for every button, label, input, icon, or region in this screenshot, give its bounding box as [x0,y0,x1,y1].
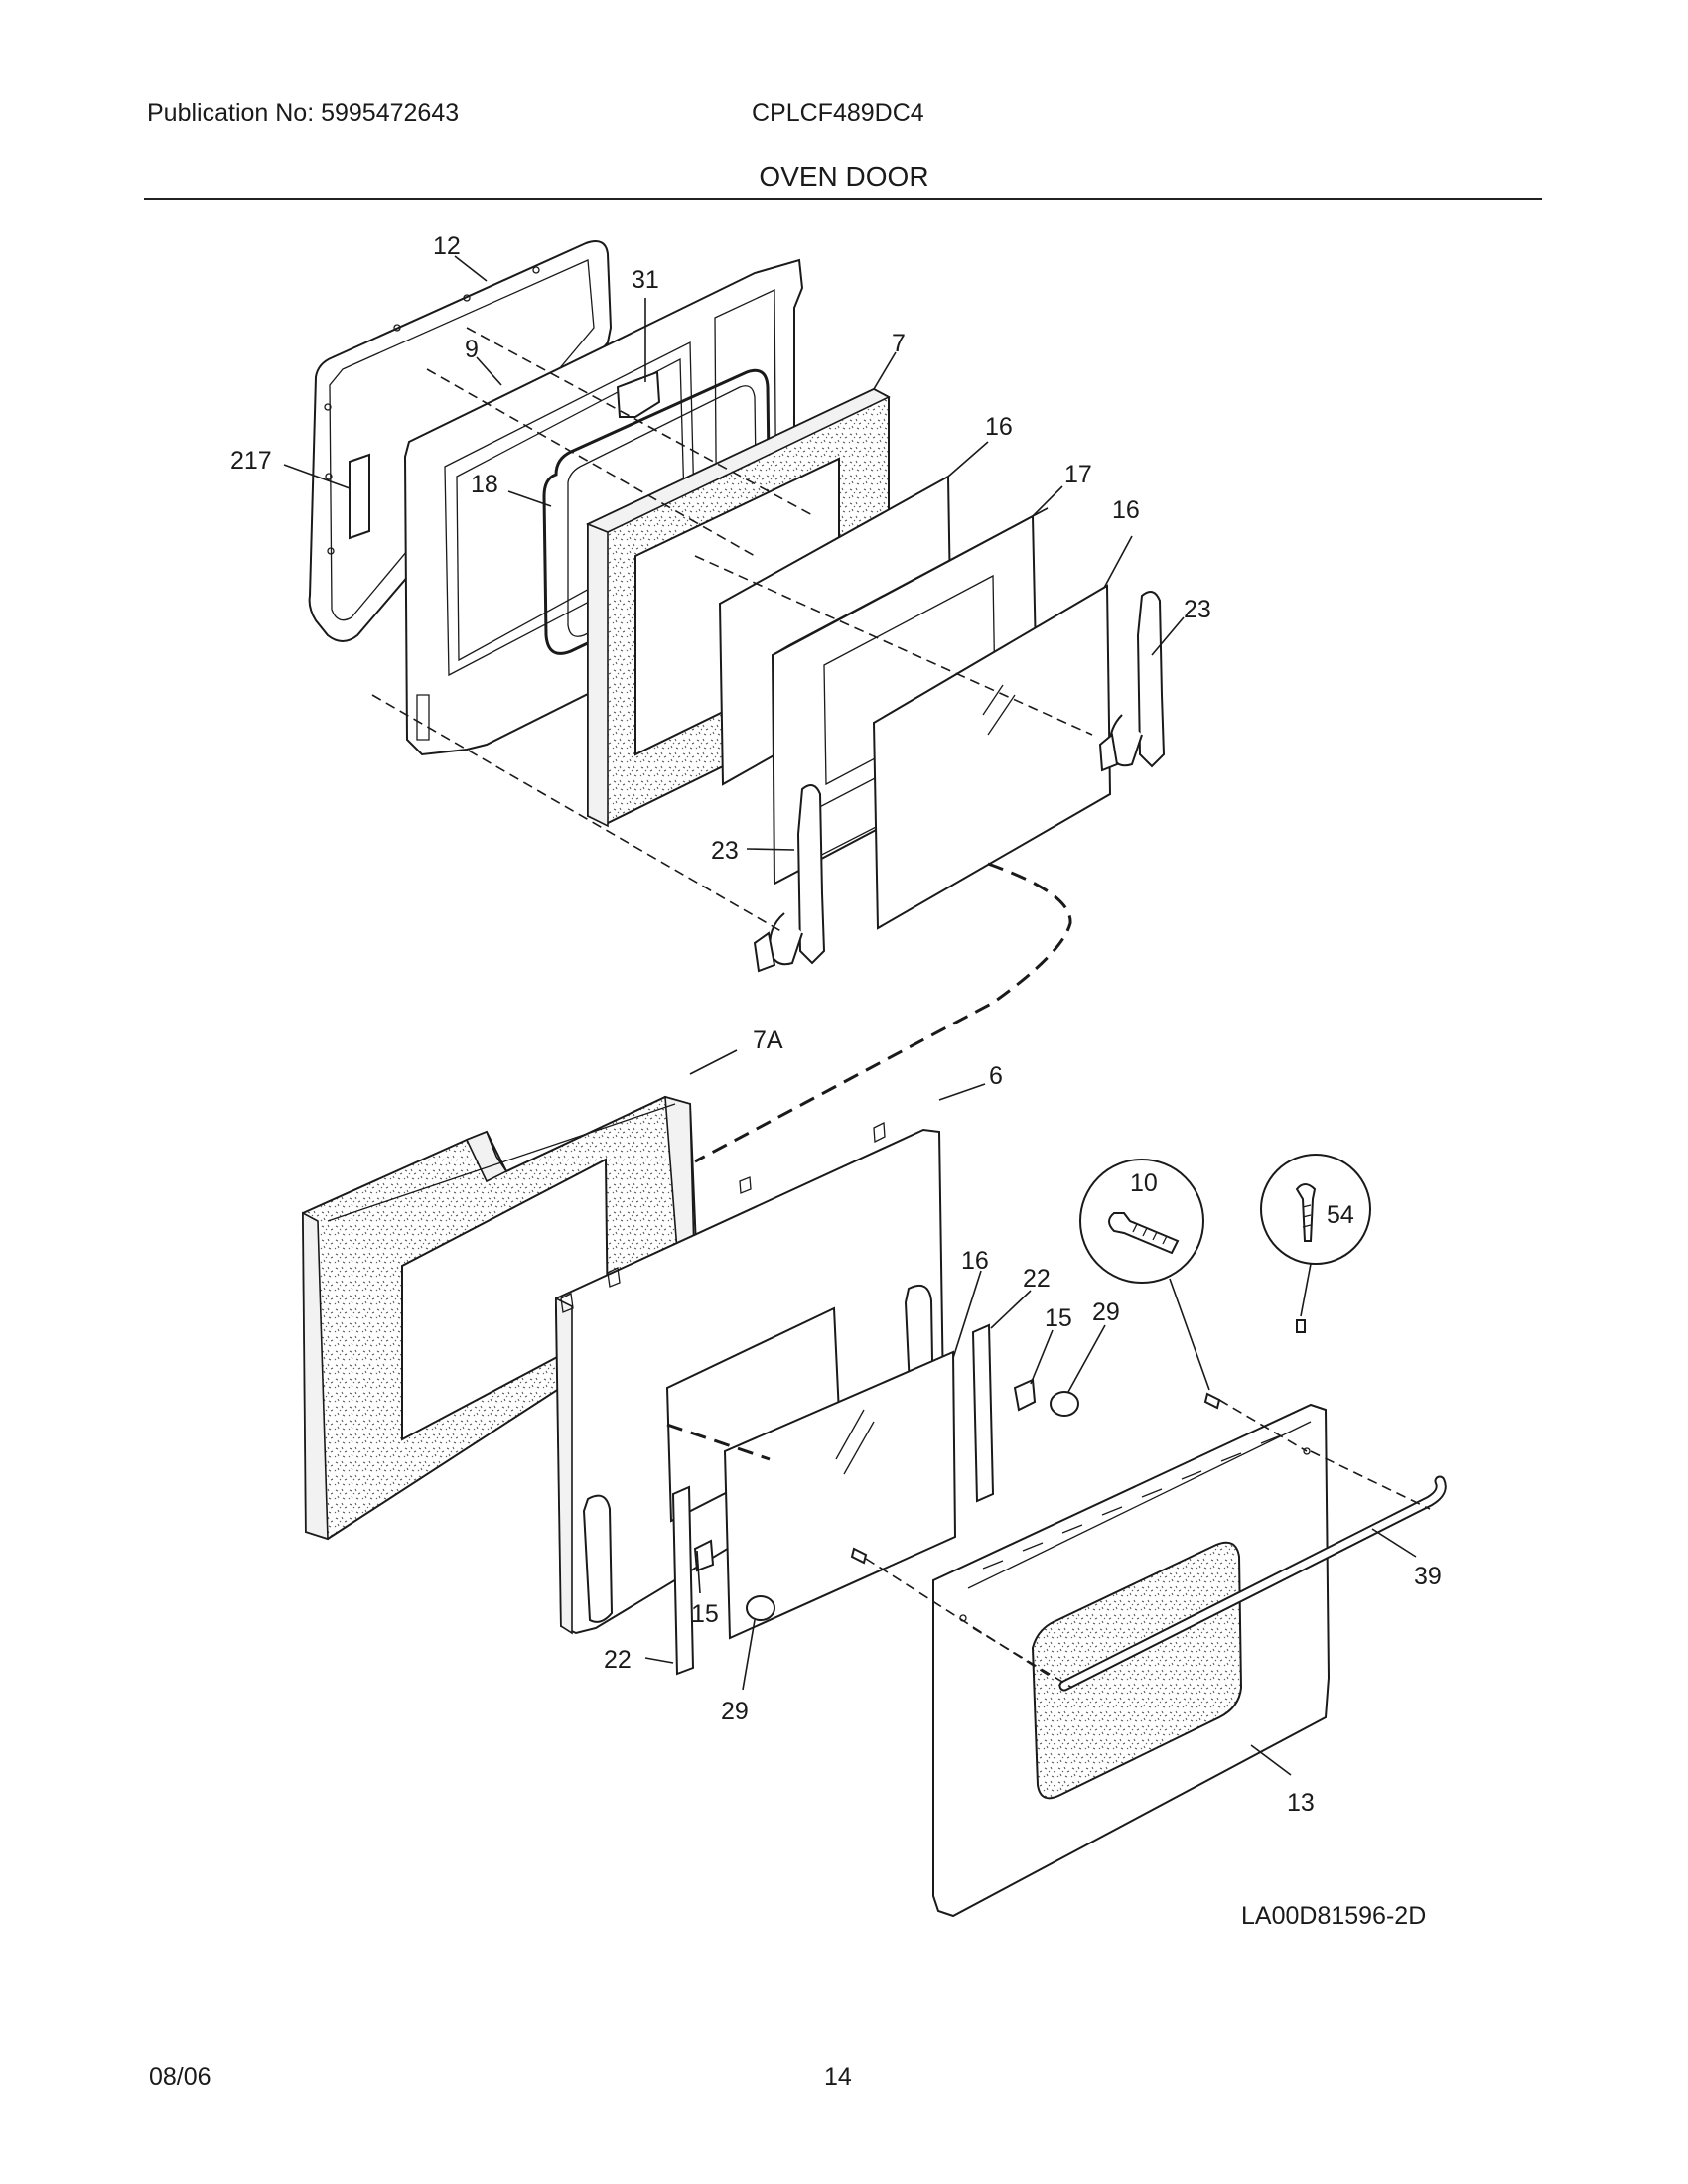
alignment-line-upper-2 [466,327,815,517]
detail-circle-54 [1260,1154,1371,1265]
footer-date: 08/06 [149,2063,211,2091]
publication-number: Publication No: 5995472643 [147,99,460,127]
callout-39: 39 [1414,1563,1442,1590]
alignment-line-window [666,1423,771,1461]
part-16-glass-upper-right [872,584,1112,930]
alignment-line-lower-4 [972,1627,1073,1689]
detail-leader-10 [1169,1278,1210,1391]
callout-13: 13 [1287,1789,1315,1817]
callout-18: 18 [471,471,498,498]
callout-16-lower: 16 [961,1247,989,1275]
detail-leader-54 [1300,1263,1312,1317]
part-23-hinge-left [753,784,826,973]
callout-217: 217 [230,447,272,475]
callout-15-right: 15 [1045,1304,1072,1332]
part-15-bracket-right [1013,1378,1037,1412]
part-39-door-handle [1058,1475,1447,1692]
screw-10 [1203,1392,1221,1410]
alignment-line-lower-2 [1310,1450,1431,1510]
callout-7: 7 [892,330,906,357]
callout-10: 10 [1130,1169,1158,1197]
callout-17: 17 [1064,461,1092,488]
screw-54 [1296,1319,1306,1333]
callout-54: 54 [1327,1201,1354,1229]
page-title: OVEN DOOR [759,161,929,192]
alignment-line-upper-4 [694,555,1093,736]
callout-9: 9 [465,336,479,363]
callout-15-left: 15 [691,1600,719,1628]
page-number: 14 [824,2063,852,2091]
model-number: CPLCF489DC4 [752,99,924,127]
callout-29-left: 29 [721,1698,749,1725]
callout-16-upper-right: 16 [1112,496,1140,524]
callout-leaders [283,255,1417,1776]
callout-23-left: 23 [711,837,739,865]
callout-22-right: 22 [1023,1265,1051,1293]
part-13-outer-door [932,1403,1331,1918]
assembly-connector-curve-upper [694,862,1072,1163]
callout-23-right: 23 [1184,596,1211,623]
part-15-bracket-left [693,1539,715,1572]
callout-22-left: 22 [604,1646,632,1674]
drawing-id: LA00D81596-2D [1241,1902,1426,1930]
part-6-inner-door-panel [555,1121,945,1635]
part-29-bumper-right [1050,1391,1079,1417]
callout-16-upper-left: 16 [985,413,1013,441]
part-29-bumper-left [746,1595,775,1621]
callout-29-right: 29 [1092,1298,1120,1326]
callout-31: 31 [632,266,659,294]
part-22-channel-left [671,1485,695,1676]
part-22-channel-right [971,1323,995,1503]
part-217-label-plate [349,453,370,540]
part-23-hinge-right [1098,591,1166,772]
detail-circle-10 [1079,1159,1204,1284]
callout-6: 6 [989,1062,1003,1090]
alignment-line-lower-1 [1218,1399,1308,1452]
header-rule [144,198,1542,200]
screw-lower [850,1547,868,1565]
part-31-clip [616,370,661,418]
part-16-glass-lower [723,1350,957,1640]
callout-7a: 7A [753,1026,783,1054]
callout-12: 12 [433,232,461,260]
